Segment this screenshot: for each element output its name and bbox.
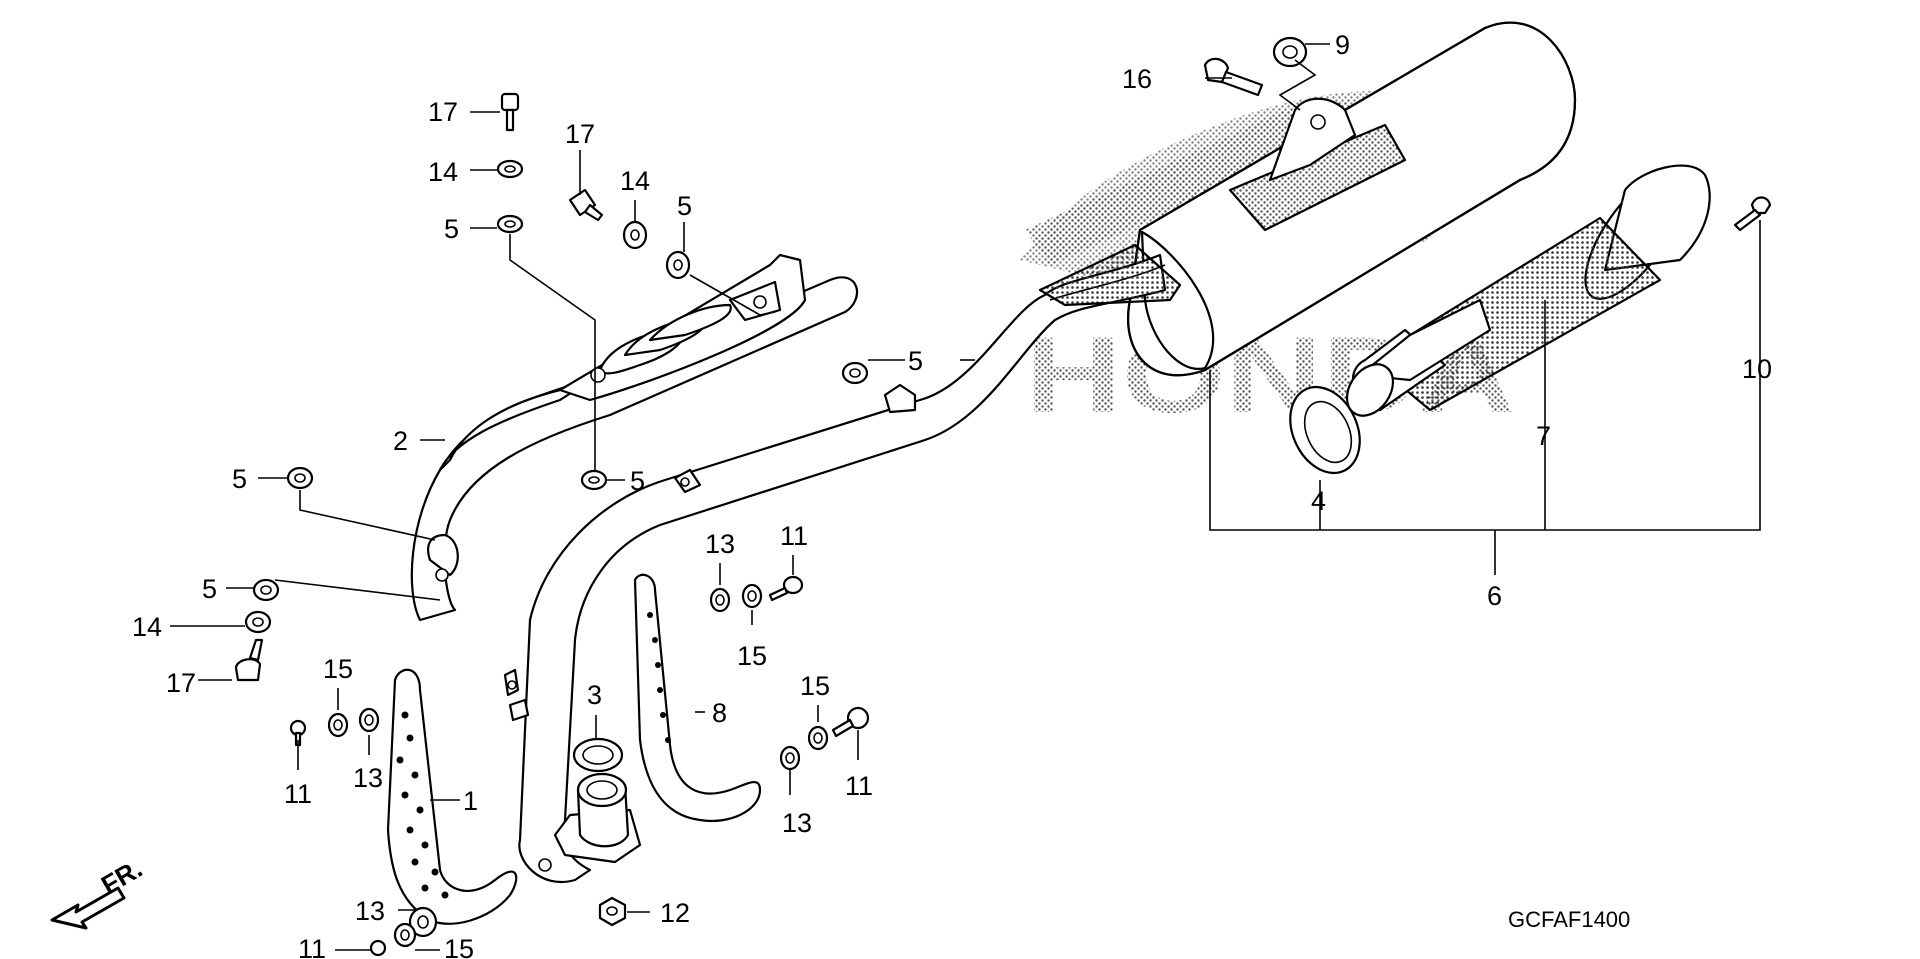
callout-14-left: 14 [132,612,162,642]
muffler-gasket [1289,385,1361,475]
callout-15-left: 15 [323,654,353,684]
callout-11-left: 11 [284,779,312,809]
callout-11-right: 11 [845,771,873,801]
front-arrow-icon [50,886,126,930]
callout-4: 4 [1311,486,1326,516]
callout-6: 6 [1487,581,1502,611]
callout-17-top: 17 [428,97,458,127]
callout-16: 16 [1122,64,1152,94]
callout-14-top: 14 [428,157,458,187]
spark-arrester [1345,164,1711,417]
callout-8: 8 [712,698,727,728]
callout-5-left: 5 [232,464,247,494]
callout-14-mid: 14 [620,166,650,196]
callout-5-center: 5 [630,466,645,496]
callout-13-bottom: 13 [355,896,385,926]
pipe-protector [633,573,762,823]
callout-13-right: 13 [782,808,812,838]
callout-2: 2 [393,426,408,456]
exhaust-gasket [553,737,642,864]
callout-13-left: 13 [353,763,383,793]
callout-9: 9 [1335,30,1350,60]
exhaust-pipe [503,243,1182,883]
callout-15-bottom: 15 [444,934,474,959]
callout-11-bottom: 11 [298,934,326,959]
callout-10: 10 [1742,354,1772,384]
callout-3: 3 [587,680,602,710]
leader-lines [170,43,1761,951]
callout-15-right: 15 [800,671,830,701]
hardware [234,36,1772,957]
callout-13-center: 13 [705,529,735,559]
callout-5-top: 5 [444,214,459,244]
callout-7: 7 [1536,421,1551,451]
front-direction-indicator: FR. [50,853,147,930]
lower-heat-protector [386,668,518,925]
callout-1: 1 [463,786,478,816]
callout-12: 12 [660,898,690,928]
callout-5-right: 5 [908,346,923,376]
direction-label: FR. [96,853,147,900]
upper-heat-protector [410,253,859,622]
callout-5-mid: 5 [677,191,692,221]
callout-11-center: 11 [780,521,808,551]
diagram-code: GCFAF1400 [1508,907,1630,932]
callout-5-lower-left: 5 [202,574,217,604]
callout-17-left: 17 [166,668,196,698]
callout-15-center: 15 [737,641,767,671]
callout-labels: 17 14 5 17 14 5 5 2 5 5 5 14 17 15 11 13… [132,30,1772,959]
callout-17-mid: 17 [565,119,595,149]
